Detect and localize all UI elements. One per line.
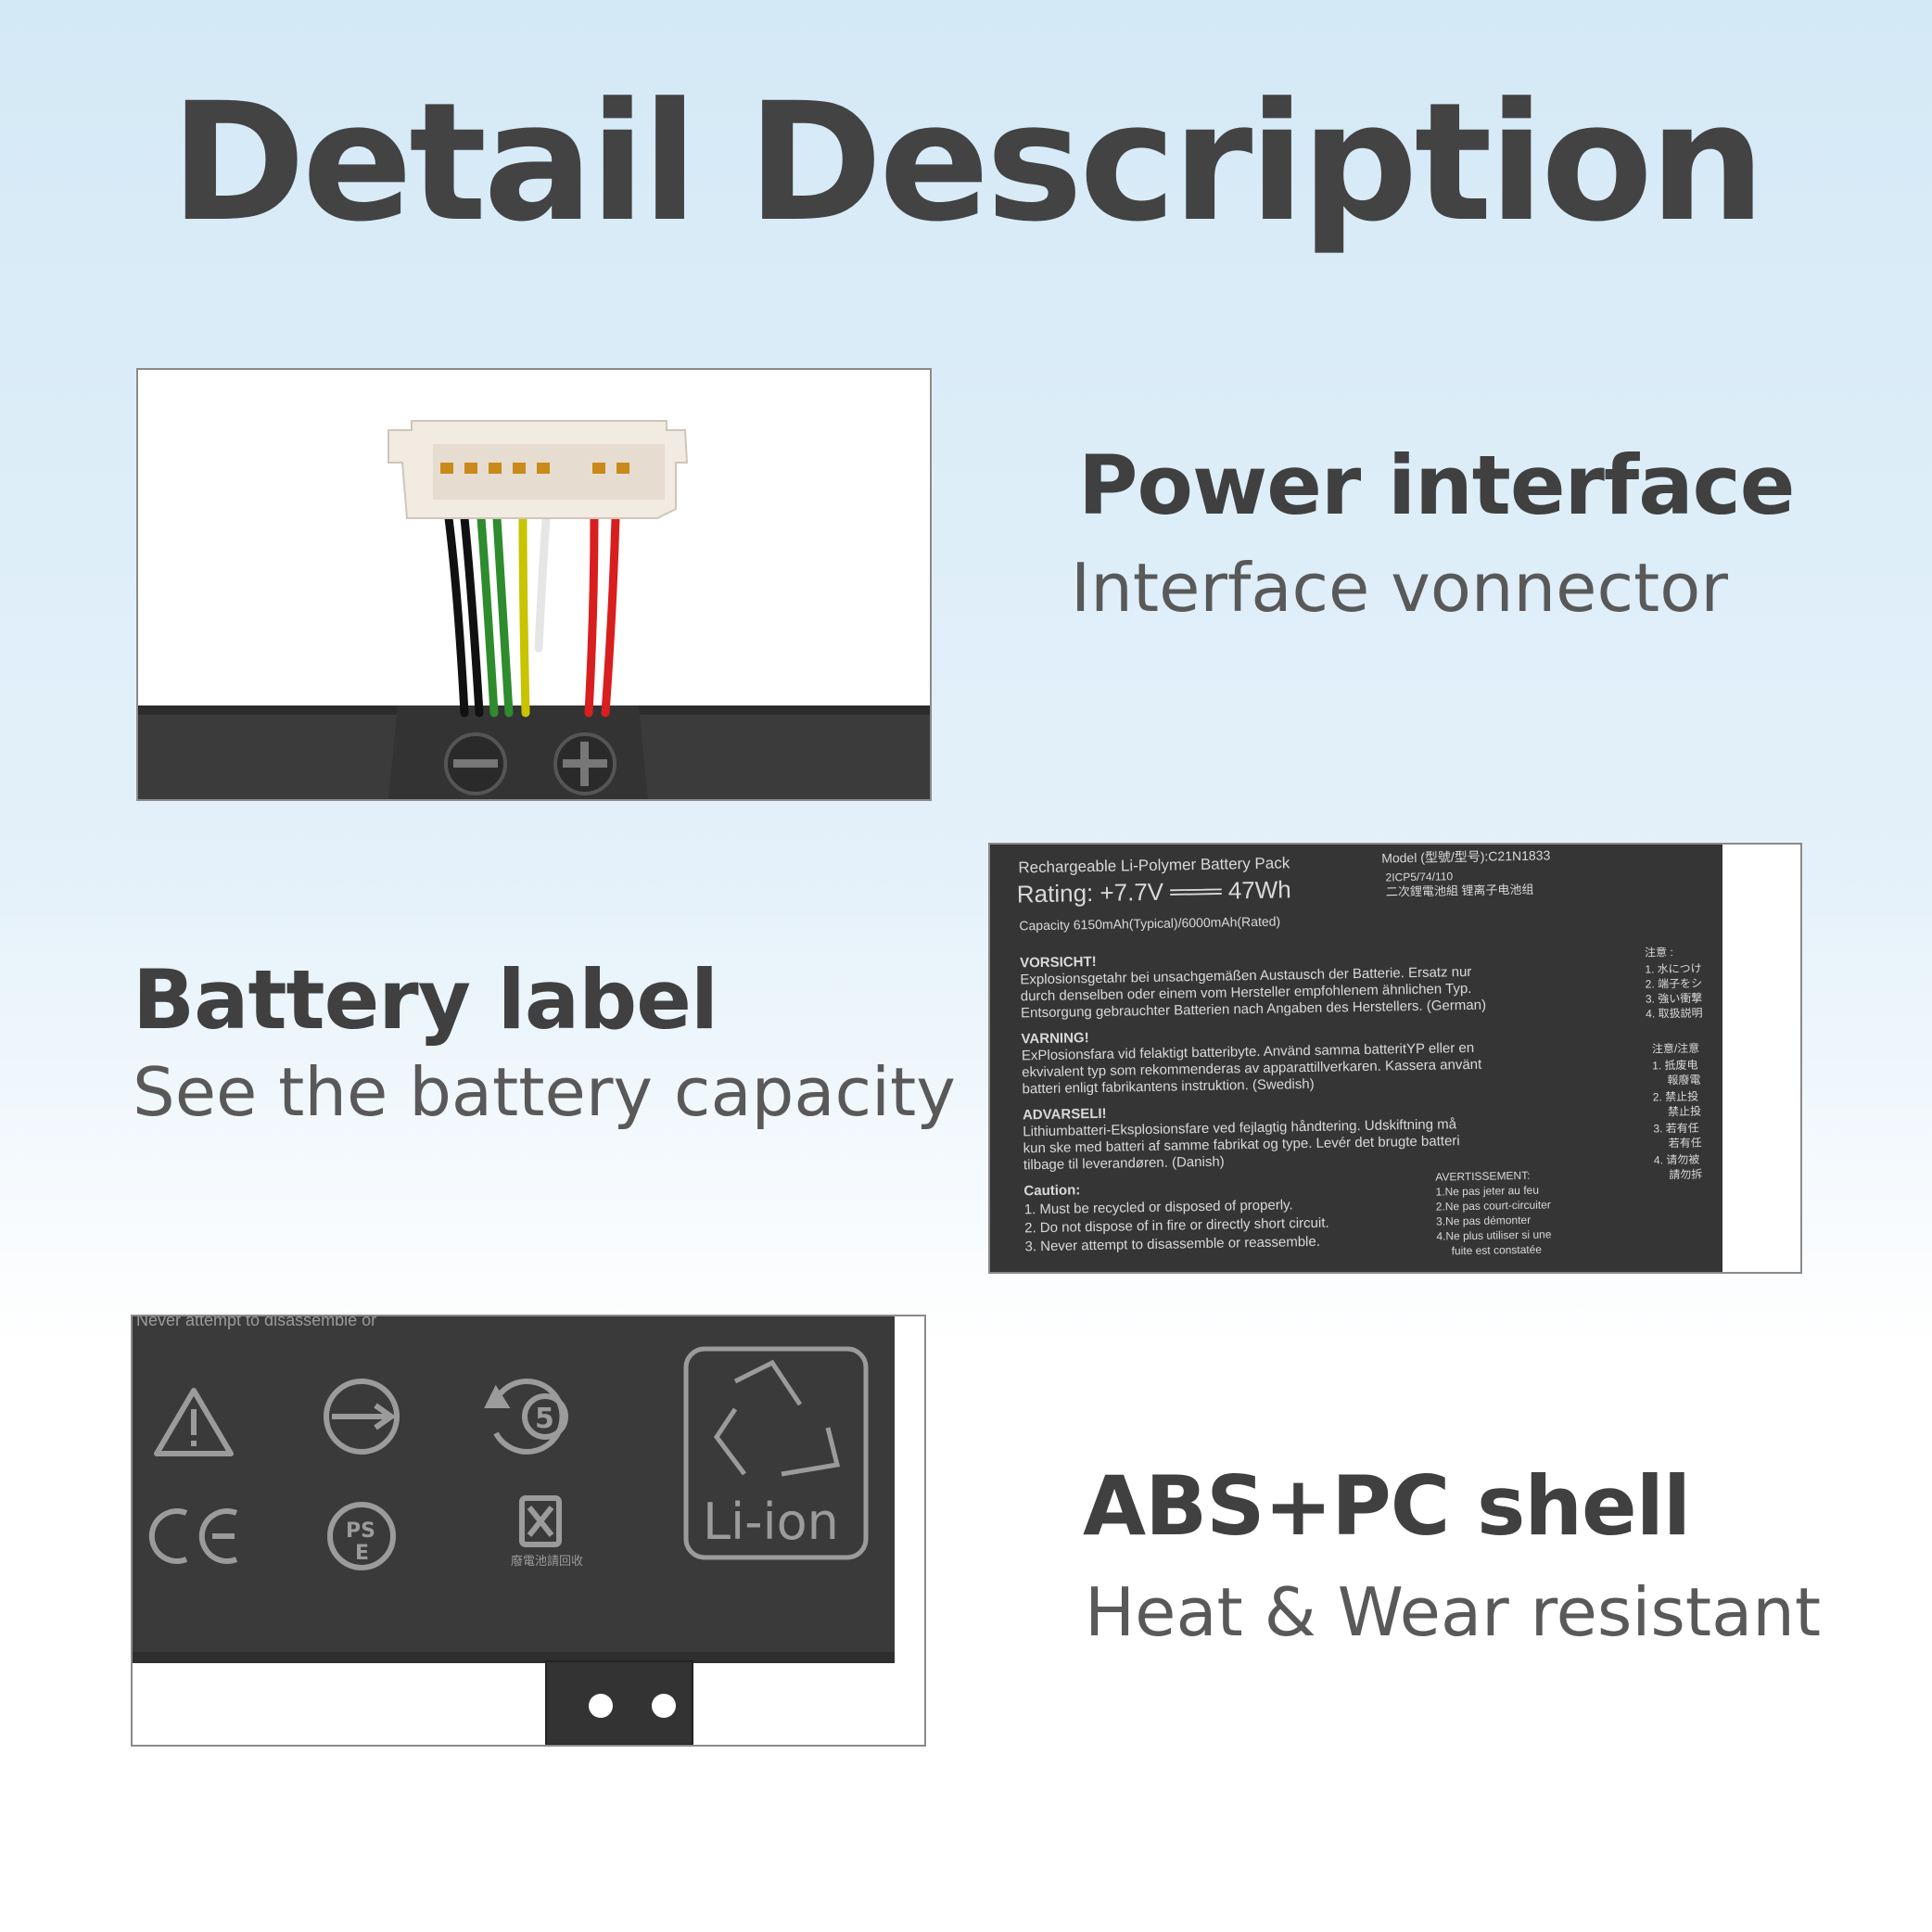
- shell-top-text: Never attempt to disassemble or: [136, 1316, 376, 1329]
- label-model: Model (型號/型号):C21N1833: [1381, 847, 1551, 865]
- label-cn-name: 二次鋰電池組 锂离子电池组: [1386, 883, 1534, 899]
- label-cn-4: 4. 请勿被: [1654, 1153, 1700, 1167]
- wires: [444, 514, 620, 718]
- label-caution-1: 1. Must be recycled or disposed of prope…: [1024, 1197, 1293, 1217]
- power-interface-photo: [136, 368, 932, 801]
- label-caution-head: Caution:: [1023, 1182, 1080, 1199]
- label-cn-2: 2. 禁止投: [1653, 1089, 1699, 1104]
- label-vorsicht-head: VORSICHT!: [1020, 954, 1097, 971]
- label-jp-1: 1. 水につけ: [1645, 962, 1702, 976]
- label-caution-3: 3. Never attempt to disassemble or reass…: [1024, 1234, 1320, 1255]
- label-jp-3: 3. 強い衝撃: [1646, 991, 1703, 1006]
- page-title: Detail Description: [170, 68, 1766, 258]
- label-rating: Rating: +7.7V ═══ 47Wh: [1017, 875, 1291, 908]
- pse-mark-icon: [327, 1502, 396, 1570]
- recycle-cn-icon: [519, 1495, 562, 1547]
- no-disposal-icon: [324, 1379, 400, 1455]
- label-avert-1: 1.Ne pas jeter au feu: [1435, 1184, 1539, 1199]
- pse-label: PS: [346, 1519, 375, 1543]
- label-cn-2b: 禁止投: [1668, 1104, 1701, 1119]
- label-cn-3b: 若有任: [1669, 1137, 1702, 1150]
- feature-title-power-interface: Power interface: [1078, 438, 1795, 533]
- label-jp-4: 4. 取扱説明: [1646, 1006, 1703, 1021]
- label-cn-3: 3. 若有任: [1653, 1122, 1699, 1136]
- feature-subtitle-shell: Heat & Wear resistant: [1085, 1573, 1822, 1651]
- label-avert-5: fuite est constatée: [1452, 1243, 1543, 1258]
- li-ion-recycle-icon: [683, 1346, 869, 1560]
- minus-terminal-icon: [444, 732, 507, 795]
- label-cn-head: 注意/注意: [1652, 1041, 1700, 1056]
- label-advarseli-head: ADVARSELI!: [1023, 1106, 1107, 1124]
- feature-title-shell: ABS+PC shell: [1083, 1458, 1691, 1554]
- label-caution-2: 2. Do not dispose of in fire or directly…: [1024, 1215, 1329, 1237]
- ce-mark-icon: [148, 1508, 238, 1564]
- label-varning-head: VARNING!: [1021, 1030, 1088, 1047]
- label-cn-4b: 請勿拆: [1669, 1167, 1702, 1182]
- label-capacity: Capacity 6150mAh(Typical)/6000mAh(Rated): [1019, 913, 1280, 933]
- label-varning-3: batteri enligt fabrikantens instruktion.…: [1022, 1076, 1314, 1097]
- epup-5-icon: [484, 1379, 568, 1455]
- plus-terminal-icon: [553, 732, 616, 795]
- five-label: 5: [535, 1403, 554, 1435]
- feature-title-battery-label: Battery label: [133, 952, 718, 1048]
- label-avert-4: 4.Ne plus utiliser si une: [1436, 1227, 1552, 1242]
- mounting-hole-right: [652, 1694, 676, 1718]
- label-avert-3: 3.Ne pas démonter: [1436, 1214, 1531, 1228]
- feature-subtitle-power-interface: Interface vonnector: [1071, 549, 1728, 627]
- label-advarseli-3: tilbage til leverandøren. (Danish): [1023, 1154, 1225, 1174]
- feature-subtitle-battery-label: See the battery capacity: [133, 1053, 956, 1131]
- warning-icon: [154, 1388, 234, 1456]
- mounting-tab: [545, 1660, 693, 1745]
- label-jp-2: 2. 端子をシ: [1646, 977, 1703, 991]
- recycle-cn-text: 廢電池請回收: [511, 1555, 583, 1569]
- label-cells: 2ICP5/74/110: [1385, 870, 1453, 883]
- label-cn-1: 1. 抵废电: [1652, 1058, 1698, 1073]
- label-avert-head: AVERTISSEMENT:: [1435, 1169, 1530, 1184]
- label-jp-head: 注意 :: [1645, 945, 1673, 960]
- mounting-hole-left: [589, 1694, 613, 1718]
- shell-photo: Never attempt to disassemble or: [131, 1315, 926, 1747]
- connector-housing: [388, 420, 689, 519]
- li-ion-text: Li-ion: [703, 1493, 839, 1551]
- label-cn-1b: 報廢電: [1667, 1073, 1700, 1087]
- battery-label-photo: Rechargeable Li-Polymer Battery Pack Mod…: [988, 843, 1802, 1274]
- pse-e-label: E: [355, 1542, 369, 1565]
- label-avert-2: 2.Ne pas court-circuiter: [1436, 1198, 1551, 1213]
